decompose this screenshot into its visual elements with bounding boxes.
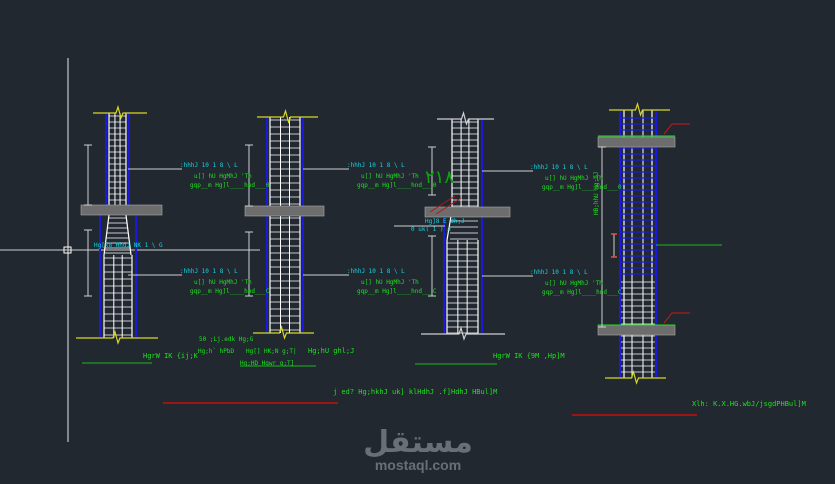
rebar-crank: [125, 214, 132, 256]
note-line: u[] hU HgMhJ 'Th: [361, 279, 419, 286]
dimension-note: 50 ;Lj.edk Hg;G: [199, 336, 254, 343]
break-line: [605, 369, 666, 385]
break-line: [253, 324, 314, 340]
note-line: u[] hU HgMhJ 'Th: [545, 175, 603, 182]
crosshair-pickbox[interactable]: [63, 246, 72, 254]
bar-spec: :hhhJ 10 1 8 \ L: [180, 162, 238, 169]
slab: [424, 206, 511, 218]
note-line: gqp__m Hg]l____hnd___0: [542, 184, 622, 191]
break-line: [421, 325, 505, 341]
column3-title: HgrW IK {9M ,Hp]M: [493, 352, 565, 360]
column2-title: Hg;hU ghl;J: [308, 347, 354, 355]
bar-spec: :hhhJ 10 1 8 \ L: [180, 268, 238, 275]
column1-title: HgrW IK {ij;K: [143, 352, 199, 360]
note-line: gqp__m Hg]l____hnd___C: [190, 288, 270, 295]
section-label: 0 uk( 1 ) a: [411, 226, 451, 233]
annotation-col1-lower: :hhhJ 10 1 8 \ L u[] hU HgMhJ 'Th gqp__m…: [180, 268, 270, 295]
note-line: u[] hU HgMhJ 'Th: [361, 173, 419, 180]
section-label: Hg[k8 HhdJ NK 1 \ G: [94, 242, 163, 249]
watermark-logo: مستقل: [363, 425, 473, 460]
watermark-text: mostaql.com: [375, 457, 461, 473]
break-line: [76, 329, 158, 345]
annotations: :hhhJ 10 1 8 \ L u[] hU HgMhJ 'Th gqp__m…: [82, 162, 806, 473]
note-line: gqp__m Hg]l____hnd___C: [357, 288, 437, 295]
annotation-col2-upper: :hhhJ 10 1 8 \ L u[] hU HgMhJ 'Th gqp__m…: [347, 162, 437, 189]
note-text: Hg[] HK;N g;T|: [246, 348, 297, 355]
annotation-col2-lower: :hhhJ 10 1 8 \ L u[] hU HgMhJ 'Th gqp__m…: [347, 268, 437, 295]
note-line: gqp__m Hg]l____hnd___C: [542, 289, 622, 296]
break-mark: [435, 197, 462, 215]
note-text: Hg;HD Hgwr g;T]: [240, 360, 294, 367]
level-marker: [663, 312, 690, 324]
annotation-col3-lower: :hhhJ 10 1 8 \ L u[] hU HgMhJ 'Th gqp__m…: [530, 269, 622, 296]
bar-spec: :hhhJ 10 1 8 \ L: [530, 164, 588, 171]
columns-layer: [76, 101, 722, 385]
handwritten-mark: ٢١٨: [425, 167, 454, 188]
note-line: u[] hU HgMhJ 'Th: [194, 173, 252, 180]
break-line: [609, 101, 670, 117]
slab: [597, 324, 676, 336]
note-line: gqp__m Hg]l____hnd___0: [357, 182, 437, 189]
annotation-col3-upper: :hhhJ 10 1 8 \ L u[] hU HgMhJ 'Th gqp__m…: [530, 164, 622, 191]
note-text: Hg;h` hPbD: [198, 348, 235, 355]
slab: [244, 205, 325, 217]
bar-spec: :hhhJ 10 1 8 \ L: [347, 268, 405, 275]
break-line: [257, 108, 318, 124]
bar-spec: :hhhJ 10 1 8 \ L: [347, 162, 405, 169]
note-line: gqp__m Hg]l____hnd___0: [190, 182, 270, 189]
main-title: j ed? Hg;hkhJ uk] klHdhJ .f]HdhJ HBul]M: [333, 388, 497, 396]
slab: [597, 136, 676, 148]
slab: [80, 204, 163, 216]
annotation-col1-upper: :hhhJ 10 1 8 \ L u[] hU HgMhJ 'Th gqp__m…: [180, 162, 270, 189]
note-line: u[] hU HgMhJ 'Th: [545, 280, 603, 287]
break-line: [93, 104, 147, 120]
break-line: [437, 110, 494, 126]
level-marker: [663, 123, 690, 135]
column4-title: Xlh: K.X.HG.wbJ/jsgdPHBul]M: [692, 400, 806, 408]
rebar-crank: [103, 214, 110, 256]
note-line: u[] hU HgMhJ 'Th: [194, 279, 252, 286]
bar-spec: :hhhJ 10 1 8 \ L: [530, 269, 588, 276]
section-label: Hg]8 E dh;J: [425, 218, 465, 225]
vertical-dimension-label: HB;hhU Hg;hJ: [593, 172, 600, 215]
break-mark: [429, 195, 456, 213]
